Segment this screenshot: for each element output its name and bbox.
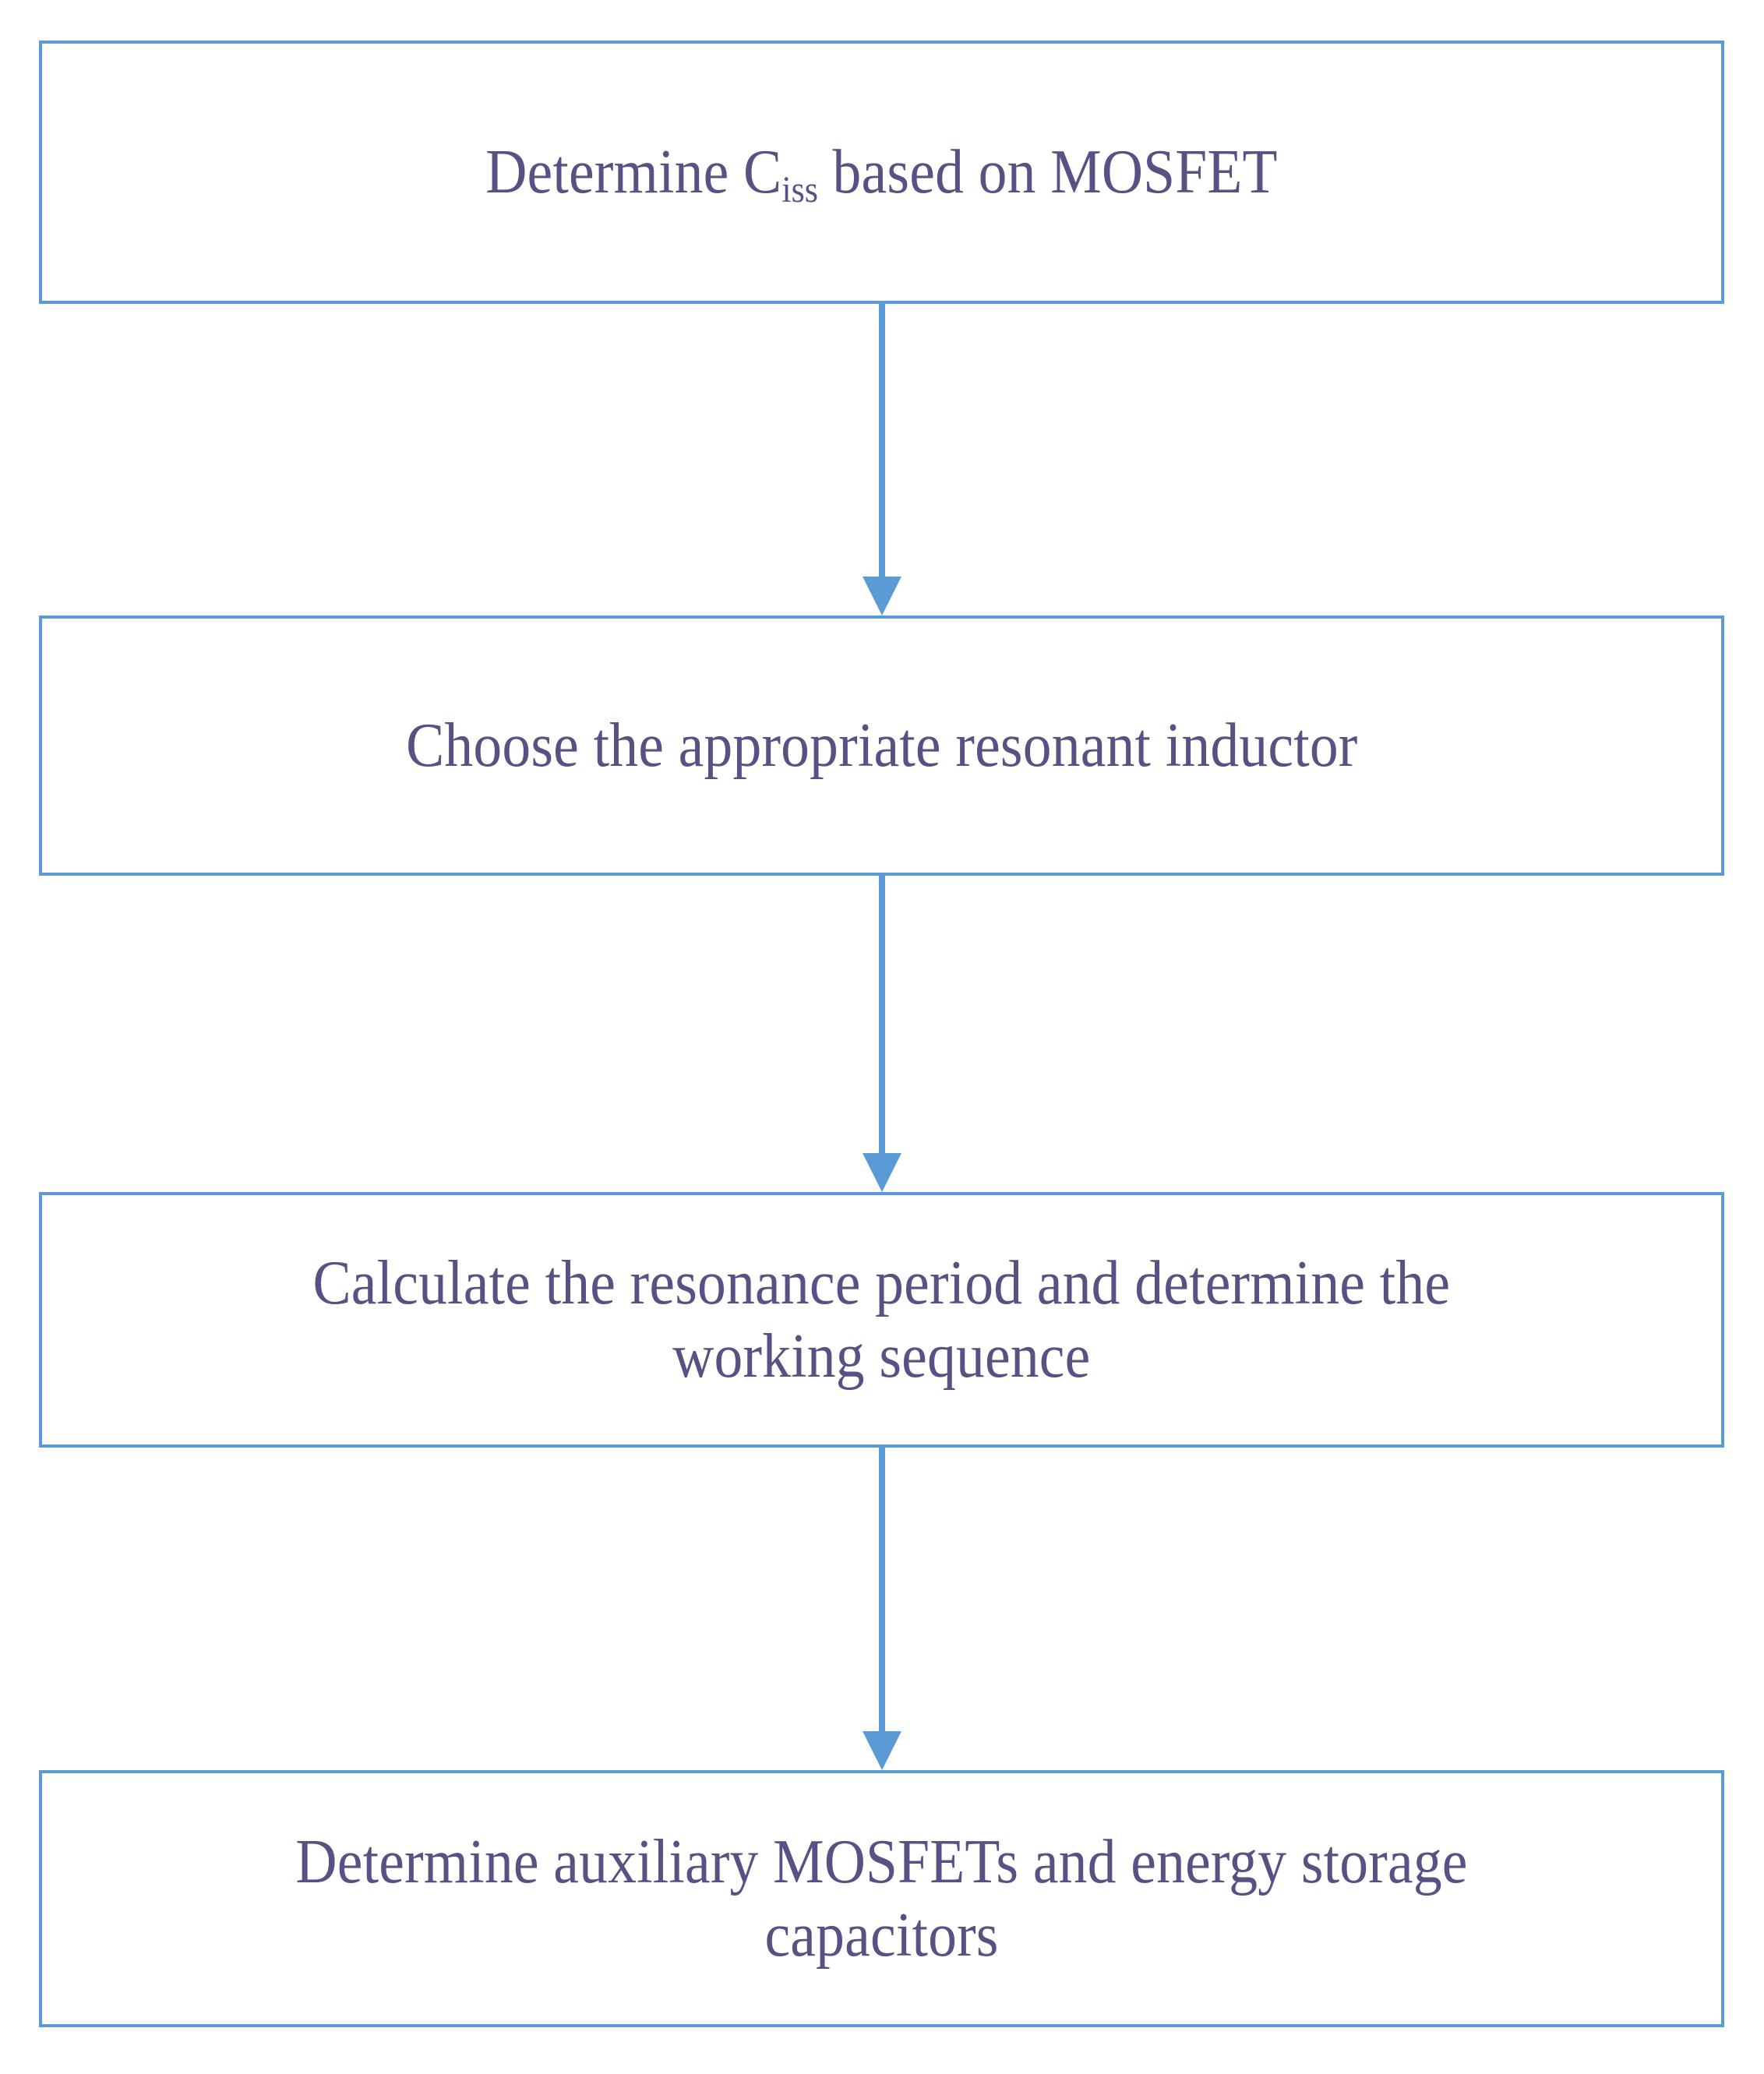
flowchart-node-calculate-resonance-period: Calculate the resonance period and deter… — [39, 1192, 1724, 1448]
node-4-label: Determine auxiliary MOSFETs and energy s… — [295, 1827, 1468, 1970]
arrow-head-icon — [863, 1153, 901, 1192]
node-1-text-prefix: Determine C — [485, 137, 782, 206]
flowchart-node-choose-resonant-inductor: Choose the appropriate resonant inductor — [39, 615, 1724, 876]
arrow-shaft — [879, 876, 885, 1155]
arrow-head-icon — [863, 577, 901, 615]
node-1-text-suffix: based on MOSFET — [818, 137, 1278, 206]
flowchart-node-determine-auxiliary-mosfets: Determine auxiliary MOSFETs and energy s… — [39, 1770, 1724, 2027]
node-3-label: Calculate the resonance period and deter… — [312, 1248, 1451, 1391]
node-1-subscript: iss — [781, 169, 819, 211]
arrow-head-icon — [863, 1731, 901, 1770]
node-2-label: Choose the appropriate resonant inductor — [405, 711, 1358, 780]
arrow-shaft — [879, 1448, 885, 1733]
flowchart-node-determine-ciss: Determine Ciss based on MOSFET — [39, 41, 1724, 304]
node-1-label: Determine Ciss based on MOSFET — [485, 136, 1278, 211]
arrow-shaft — [879, 304, 885, 578]
